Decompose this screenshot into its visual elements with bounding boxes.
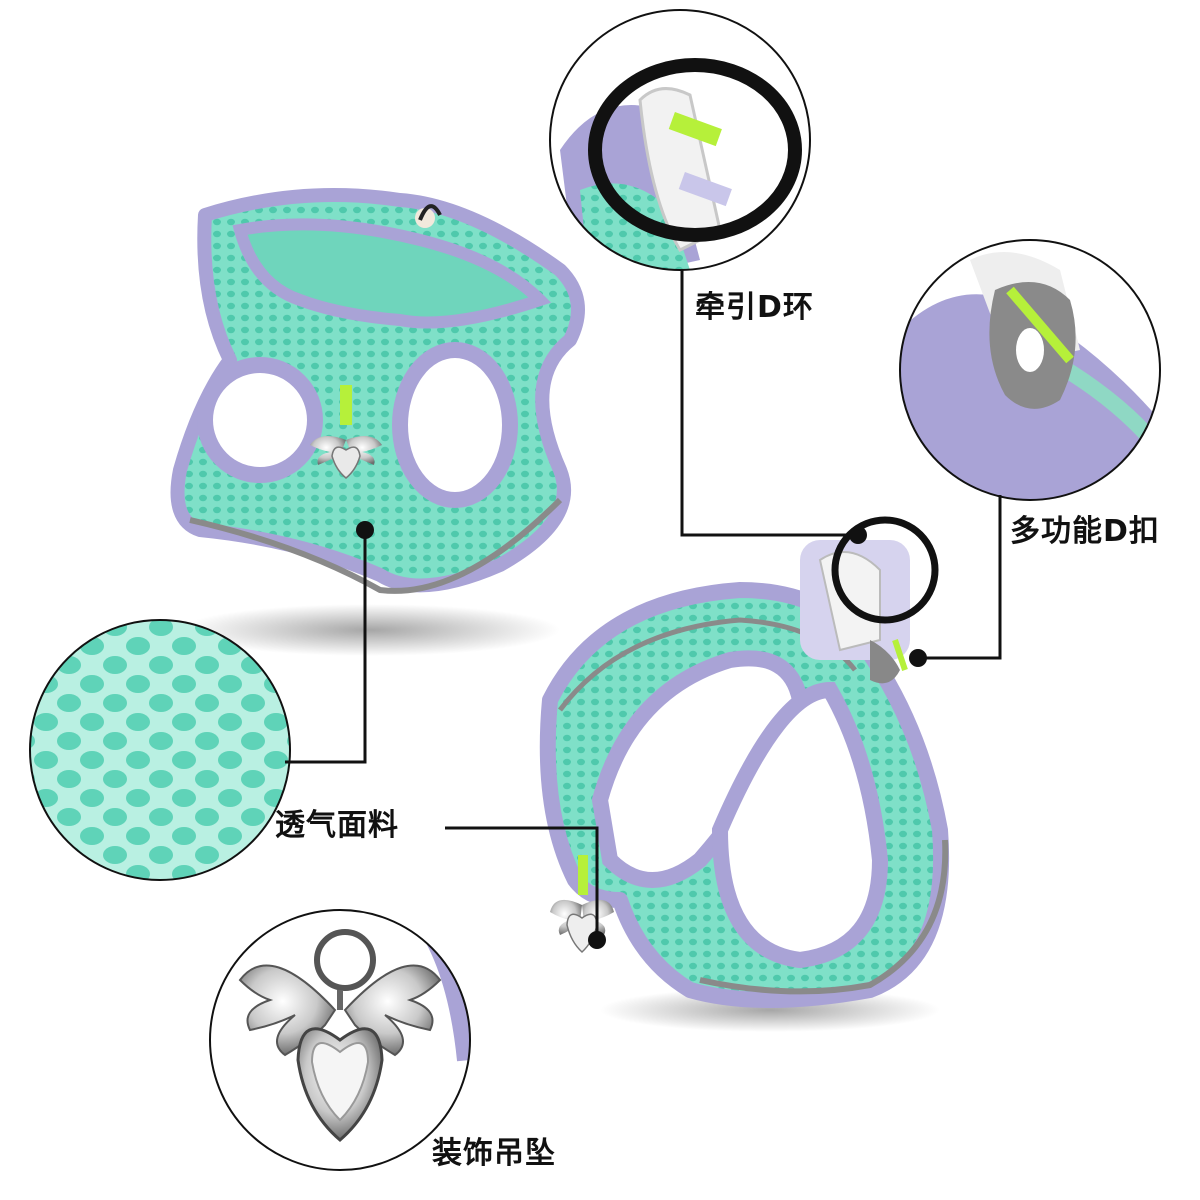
callout-dots [356,521,927,949]
angel-wing-pendant [550,899,614,954]
label-breathable-fabric: 透气面料 [275,808,399,843]
label-decorative-pendant: 装饰吊坠 [432,1136,556,1171]
harness-front-view [170,188,585,656]
d-ring-detail-circle [549,9,811,271]
pendant-detail-circle [209,909,471,1171]
fabric-detail-circle [29,619,291,881]
label-leash-d-ring: 牵引D环 [695,290,814,325]
angel-wing-pendant-small [310,436,382,479]
callout-lines [285,270,1002,940]
d-buckle-detail-circle [899,239,1161,501]
label-multifunction-d-buckle: 多功能D扣 [1010,514,1160,549]
harness-side-view [539,516,950,1032]
